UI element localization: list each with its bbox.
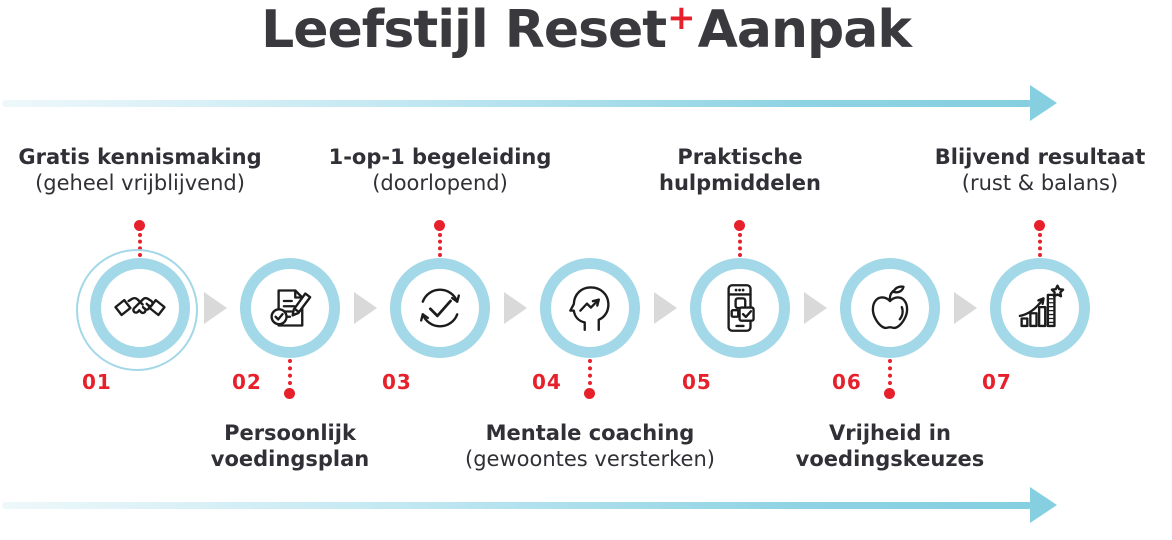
step-number: 02 — [232, 370, 262, 394]
step-04: 04 Mentale coaching (gewoontes versterke… — [450, 0, 730, 540]
step-circle — [540, 258, 640, 358]
next-arrow-icon — [204, 292, 227, 324]
step-circle — [840, 258, 940, 358]
step-03: 1-op-1 begeleiding (doorlopend) 03 — [300, 0, 580, 540]
page-title: Leefstijl Reset+Aanpak — [0, 0, 1172, 60]
connector-dot — [134, 220, 145, 231]
phone-app-icon — [727, 284, 755, 332]
step-01: Gratis kennismaking (geheel vrijblijvend… — [0, 0, 280, 540]
step-label: 1-op-1 begeleiding (doorlopend) — [328, 145, 552, 195]
growth-chart-star-icon — [1018, 284, 1065, 328]
mindset-growth-icon — [569, 286, 610, 332]
step-label: Mentale coaching (gewoontes versterken) — [465, 421, 715, 471]
connector-dot — [1034, 220, 1045, 231]
flow-arrow-top-head-icon — [1030, 85, 1057, 121]
step-07: Blijvend resultaat (rust & balans) 07 — [900, 0, 1172, 540]
title-main: Leefstijl Reset — [261, 0, 667, 60]
handshake-icon — [114, 296, 166, 317]
step-number: 05 — [682, 370, 712, 394]
connector-line — [138, 233, 142, 257]
title-plus-icon: + — [667, 0, 695, 38]
step-label: Praktische hulpmiddelen — [659, 145, 821, 195]
connector-dot — [584, 388, 595, 399]
checklist-icon — [270, 289, 312, 327]
connector-line — [288, 359, 292, 385]
next-arrow-icon — [354, 292, 377, 324]
connector-dot — [884, 388, 895, 399]
next-arrow-icon — [654, 292, 677, 324]
title-suffix: Aanpak — [697, 0, 912, 60]
step-circle — [990, 258, 1090, 358]
step-06: 06 Vrijheid in voedingskeuzes — [750, 0, 1030, 540]
step-05: Praktische hulpmiddelen 05 — [600, 0, 880, 540]
connector-line — [1038, 233, 1042, 257]
connector-line — [888, 359, 892, 385]
highlight-outer-ring — [76, 249, 198, 371]
step-label: Gratis kennismaking (geheel vrijblijvend… — [18, 145, 262, 195]
connector-dot — [284, 388, 295, 399]
apple-icon — [871, 285, 909, 330]
step-number: 03 — [382, 370, 412, 394]
step-number: 01 — [82, 370, 112, 394]
step-label: Blijvend resultaat (rust & balans) — [934, 145, 1146, 195]
next-arrow-icon — [954, 292, 977, 324]
step-circle — [390, 258, 490, 358]
step-number: 06 — [832, 370, 862, 394]
step-label: Vrijheid in voedingskeuzes — [795, 421, 985, 471]
flow-arrow-bottom-head-icon — [1030, 487, 1057, 523]
connector-line — [438, 233, 442, 257]
step-circle — [240, 258, 340, 358]
step-circle — [90, 258, 190, 358]
connector-dot — [734, 220, 745, 231]
connector-line — [738, 233, 742, 257]
next-arrow-icon — [804, 292, 827, 324]
step-label: Persoonlijk voedingsplan — [210, 421, 370, 471]
step-number: 04 — [532, 370, 562, 394]
step-circle — [690, 258, 790, 358]
cycle-check-icon — [420, 288, 460, 328]
connector-dot — [434, 220, 445, 231]
flow-arrow-top-line — [2, 100, 1032, 107]
flow-arrow-bottom-line — [2, 502, 1032, 509]
next-arrow-icon — [504, 292, 527, 324]
step-02: 02 Persoonlijk voedingsplan — [150, 0, 430, 540]
step-number: 07 — [982, 370, 1012, 394]
connector-line — [588, 359, 592, 385]
